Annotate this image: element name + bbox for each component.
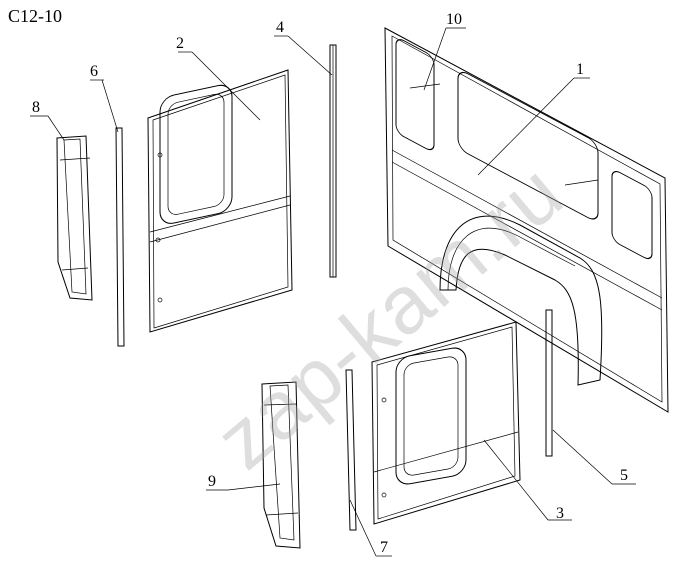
strip-part-5 — [545, 309, 553, 457]
callout-3: 3 — [556, 505, 564, 522]
callout-7: 7 — [380, 539, 388, 556]
pillar-part-8 — [56, 135, 93, 301]
callout-8: 8 — [32, 99, 40, 116]
rear-panel-part-1 — [384, 27, 669, 413]
callout-1: 1 — [576, 61, 584, 78]
strip-part-4 — [329, 44, 337, 278]
callout-4: 4 — [276, 19, 284, 36]
strip-part-7 — [345, 369, 357, 531]
callout-9: 9 — [208, 473, 216, 490]
panel-part-3 — [371, 321, 521, 525]
strip-part-6 — [115, 127, 125, 347]
callout-2: 2 — [176, 35, 184, 52]
callout-10: 10 — [446, 11, 462, 28]
drawing-code: C12-10 — [8, 6, 62, 26]
callout-6: 6 — [90, 63, 98, 80]
pillar-part-9 — [261, 381, 301, 549]
callout-5: 5 — [620, 467, 628, 484]
leader-lines — [30, 27, 636, 557]
panel-part-2 — [147, 69, 293, 333]
